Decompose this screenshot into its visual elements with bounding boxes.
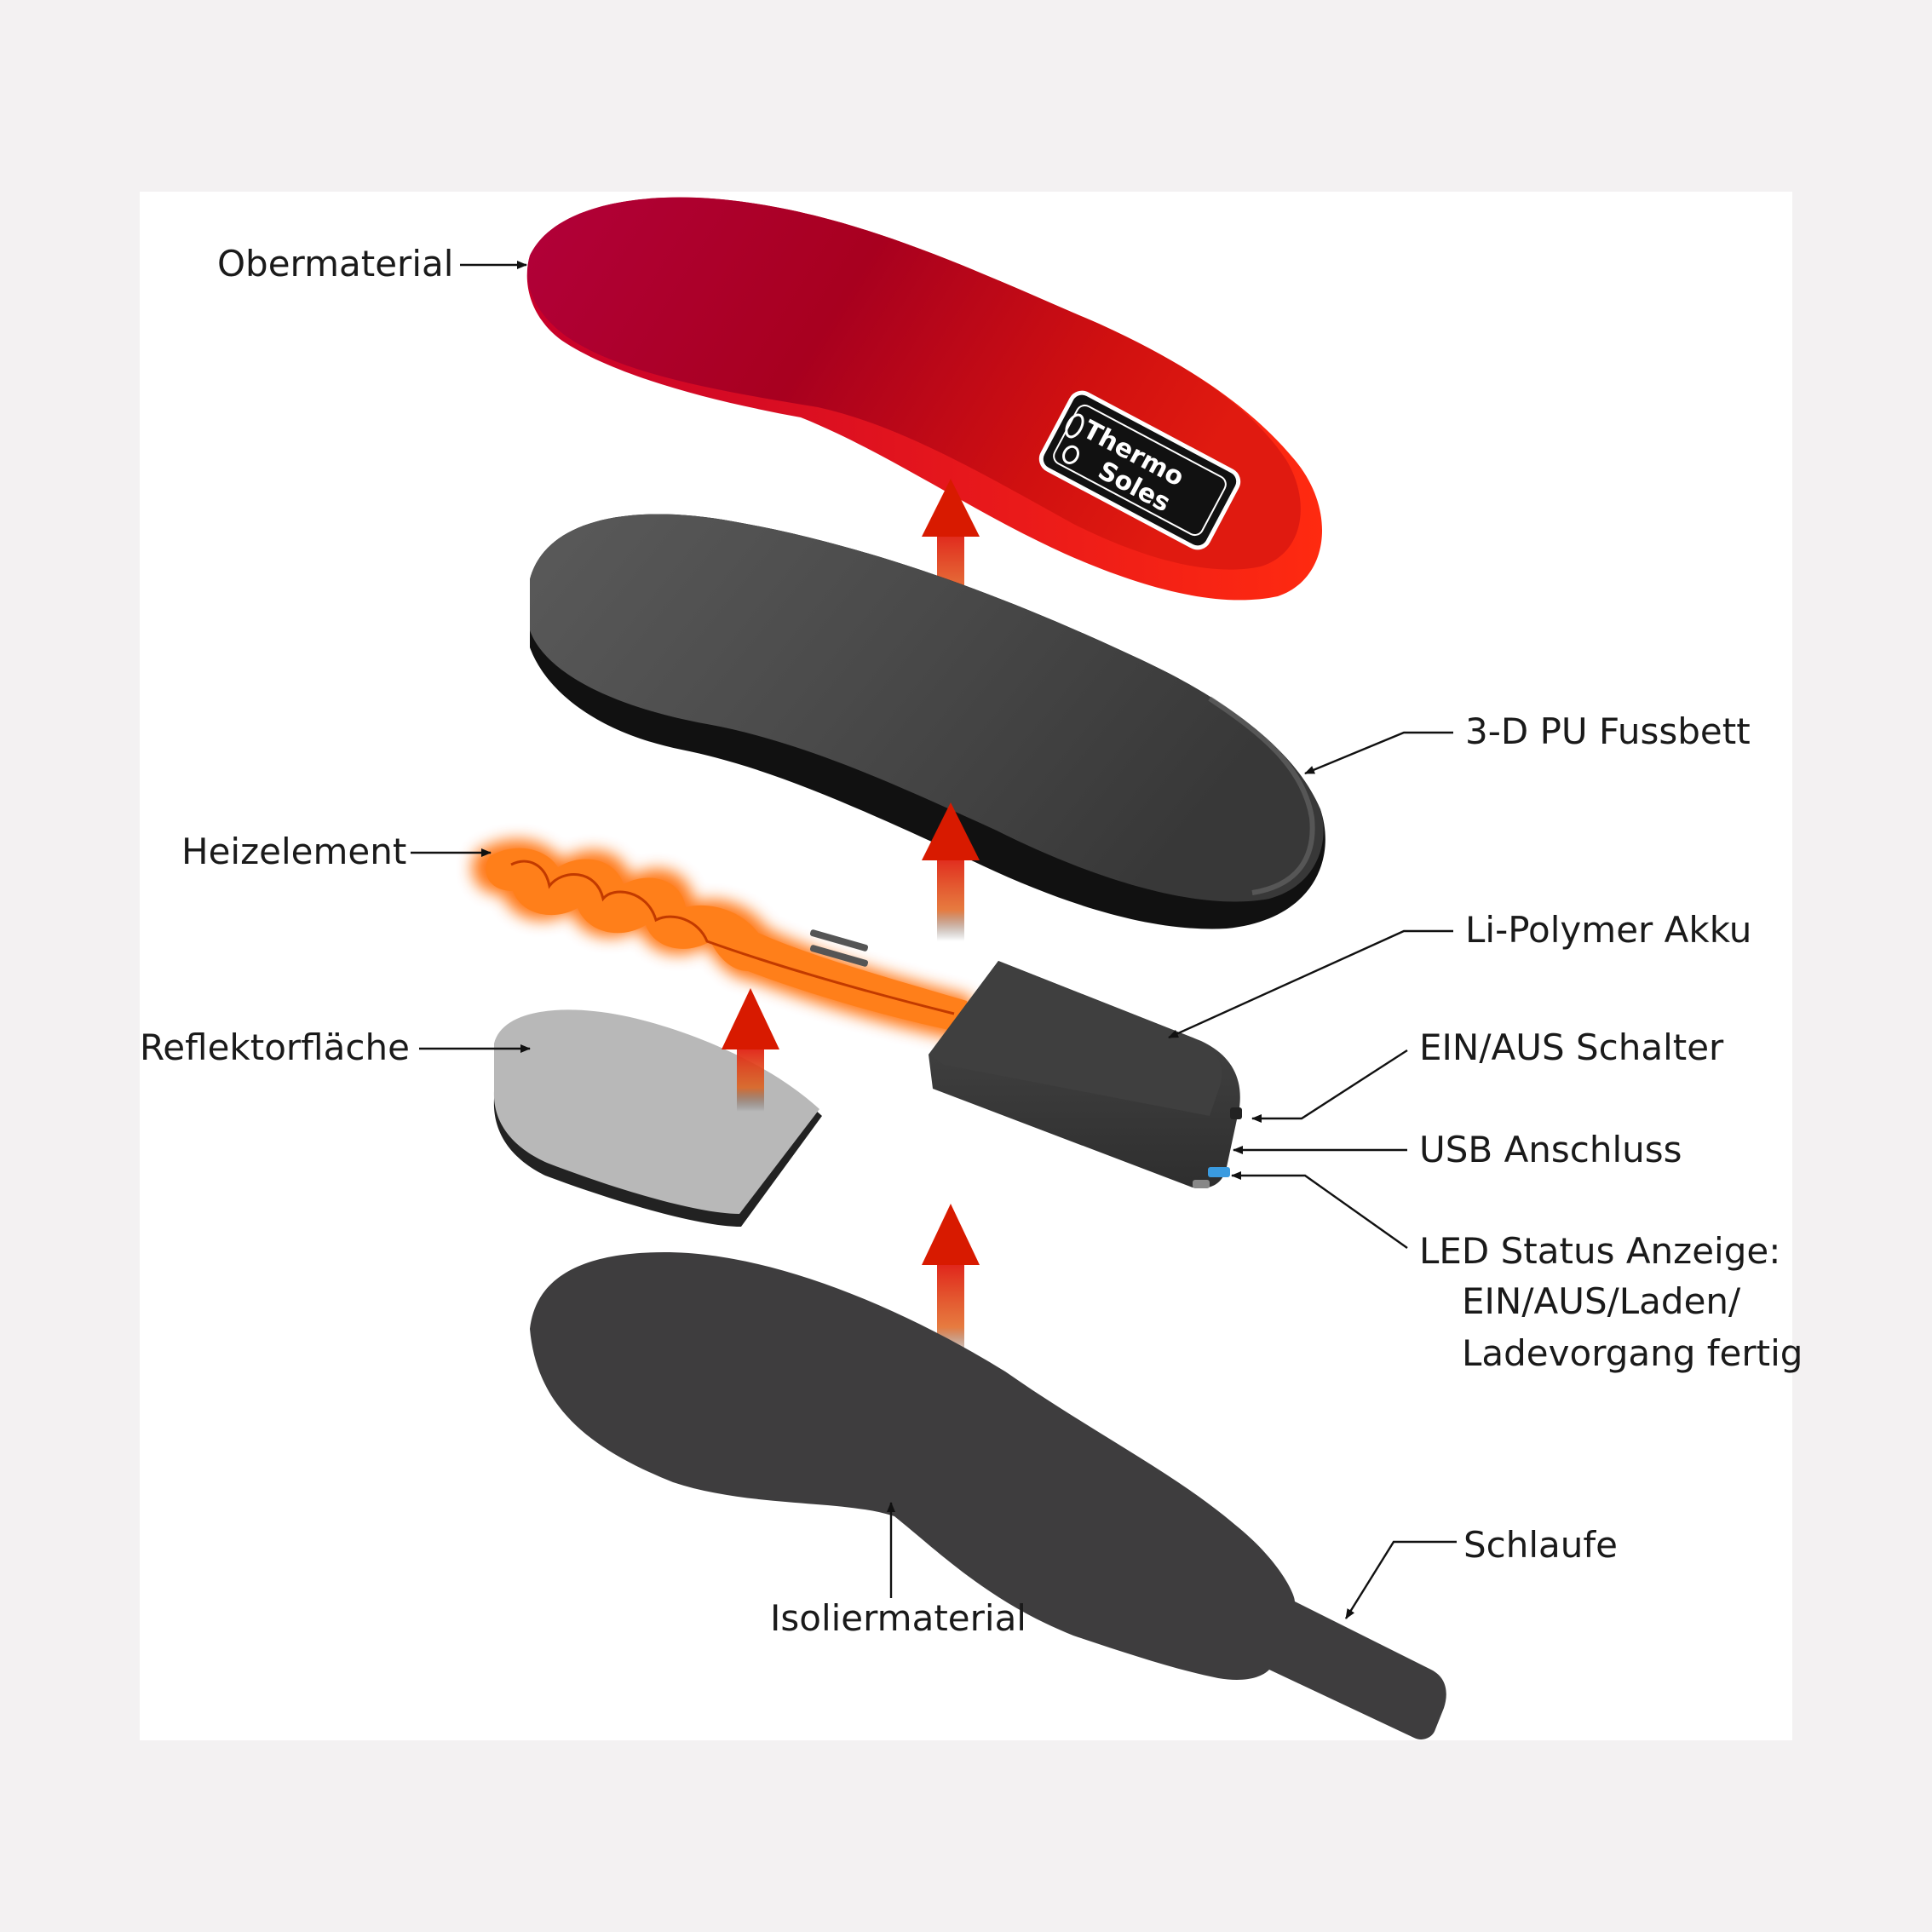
footbed-layer bbox=[530, 514, 1325, 929]
label-schlaufe: Schlaufe bbox=[1463, 1524, 1618, 1566]
led-indicator-icon bbox=[1208, 1167, 1230, 1177]
leader-lines bbox=[411, 261, 1457, 1619]
leader-akku bbox=[1168, 929, 1453, 1039]
footbed-rim bbox=[1208, 696, 1315, 895]
label-led-line1: LED Status Anzeige: bbox=[1419, 1230, 1780, 1272]
heat-arrow-2 bbox=[922, 802, 980, 941]
leader-led bbox=[1231, 1171, 1408, 1249]
heating-wire bbox=[510, 860, 955, 1015]
battery-top-face bbox=[929, 961, 1222, 1116]
heating-element-body bbox=[486, 848, 974, 1035]
insulation-layer bbox=[530, 1252, 1446, 1739]
label-obermaterial: Obermaterial bbox=[217, 243, 453, 285]
label-heizelement: Heizelement bbox=[181, 831, 406, 872]
logo-foot-icon bbox=[1062, 445, 1080, 464]
insulation-shape bbox=[530, 1252, 1446, 1739]
label-isolier: Isoliermaterial bbox=[770, 1597, 1026, 1639]
leader-fussbett bbox=[1304, 731, 1453, 775]
label-reflektor: Reflektorfläche bbox=[140, 1026, 410, 1068]
label-led-line3: Ladevorgang fertig bbox=[1462, 1332, 1803, 1374]
label-schalter: EIN/AUS Schalter bbox=[1419, 1026, 1724, 1068]
power-switch-icon bbox=[1230, 1107, 1242, 1119]
heating-element bbox=[472, 839, 980, 1044]
label-fussbett: 3-D PU Fussbett bbox=[1465, 710, 1751, 752]
logo-flame-icon bbox=[1065, 413, 1084, 439]
label-akku: Li-Polymer Akku bbox=[1465, 909, 1751, 951]
leader-schalter bbox=[1251, 1049, 1408, 1123]
heat-arrow-3 bbox=[722, 988, 779, 1112]
top-material-layer: Thermo Soles bbox=[526, 197, 1323, 601]
labels: Obermaterial 3-D PU Fussbett Heizelement… bbox=[140, 243, 1803, 1639]
leader-schlaufe bbox=[1344, 1540, 1457, 1619]
usb-port-icon bbox=[1193, 1180, 1210, 1188]
label-usb: USB Anschluss bbox=[1419, 1129, 1682, 1170]
label-led-line2: EIN/AUS/Laden/ bbox=[1462, 1280, 1741, 1322]
footbed-surface bbox=[530, 514, 1324, 902]
battery-pack bbox=[929, 961, 1242, 1188]
